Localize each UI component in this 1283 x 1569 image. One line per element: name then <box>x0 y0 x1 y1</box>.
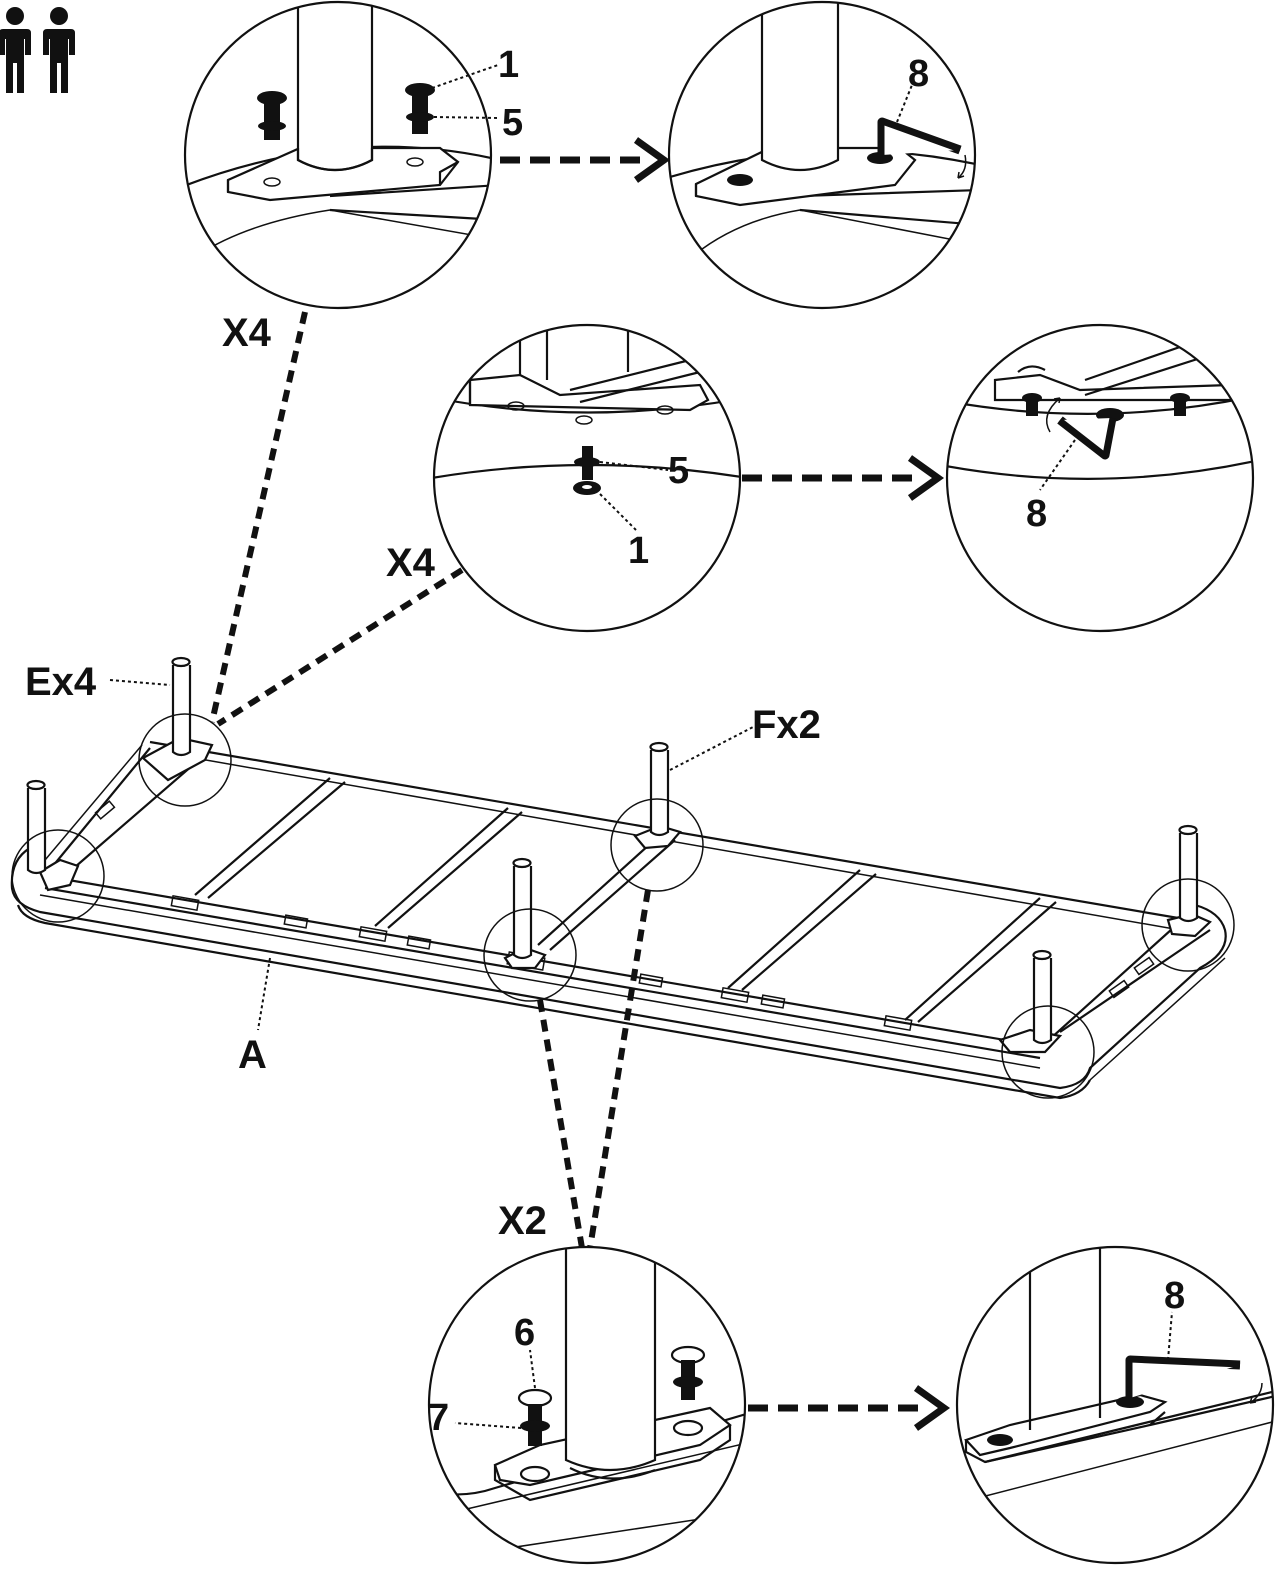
bolt-icon <box>257 91 287 140</box>
leg-e <box>171 656 192 757</box>
detail-callout-circles <box>11 713 1235 1099</box>
part-number-washer: 7 <box>428 1397 449 1439</box>
part-number-key: 8 <box>908 53 929 95</box>
connector-top-detail <box>209 311 308 723</box>
label-frame-a: A <box>238 1033 267 1077</box>
label-detail-top-count: X4 <box>222 311 272 355</box>
bolt-icon <box>517 1388 553 1446</box>
label-legs-e: Ex4 <box>25 660 97 704</box>
detail-mid-after: 8 <box>945 323 1255 633</box>
part-number-washer: 5 <box>668 450 689 492</box>
bolt-icon <box>405 83 435 134</box>
leg-e <box>1178 824 1199 923</box>
table-frame-part-a <box>10 736 1227 1100</box>
part-number-bolt: 1 <box>498 44 519 86</box>
part-number-bolt: 1 <box>628 530 649 572</box>
connector-bottom-detail <box>587 889 651 1249</box>
hex-key-icon <box>877 117 962 155</box>
detail-mid-before: 5 1 <box>432 323 742 633</box>
arrow-head <box>633 137 671 183</box>
bolt-icon <box>573 446 601 495</box>
leg-f <box>512 857 533 960</box>
two-person-icon <box>0 7 75 93</box>
detail-top-before: 1 5 <box>183 0 523 310</box>
leg-e <box>1032 949 1053 1045</box>
leg-e <box>26 779 47 875</box>
part-number-key: 8 <box>1026 493 1047 535</box>
detail-bottom-after: 8 <box>955 1245 1275 1565</box>
connector-mid-detail <box>216 567 464 727</box>
bolt-icon <box>670 1345 706 1400</box>
hex-key-icon <box>1125 1355 1241 1398</box>
label-detail-mid-count: X4 <box>386 541 436 585</box>
leg-f <box>649 741 670 837</box>
part-number-bolt: 6 <box>514 1312 535 1354</box>
hex-key-icon <box>1057 416 1117 460</box>
label-legs-f: Fx2 <box>752 703 821 747</box>
arrow-head <box>907 455 945 501</box>
label-detail-bottom-count: X2 <box>498 1199 547 1243</box>
detail-bottom-before: 6 7 <box>427 1245 747 1565</box>
arrow-head <box>913 1385 951 1431</box>
part-number-washer: 5 <box>502 102 523 144</box>
detail-top-after: 8 <box>667 0 977 310</box>
part-number-key: 8 <box>1164 1275 1185 1317</box>
connector-bottom-detail <box>537 999 585 1249</box>
